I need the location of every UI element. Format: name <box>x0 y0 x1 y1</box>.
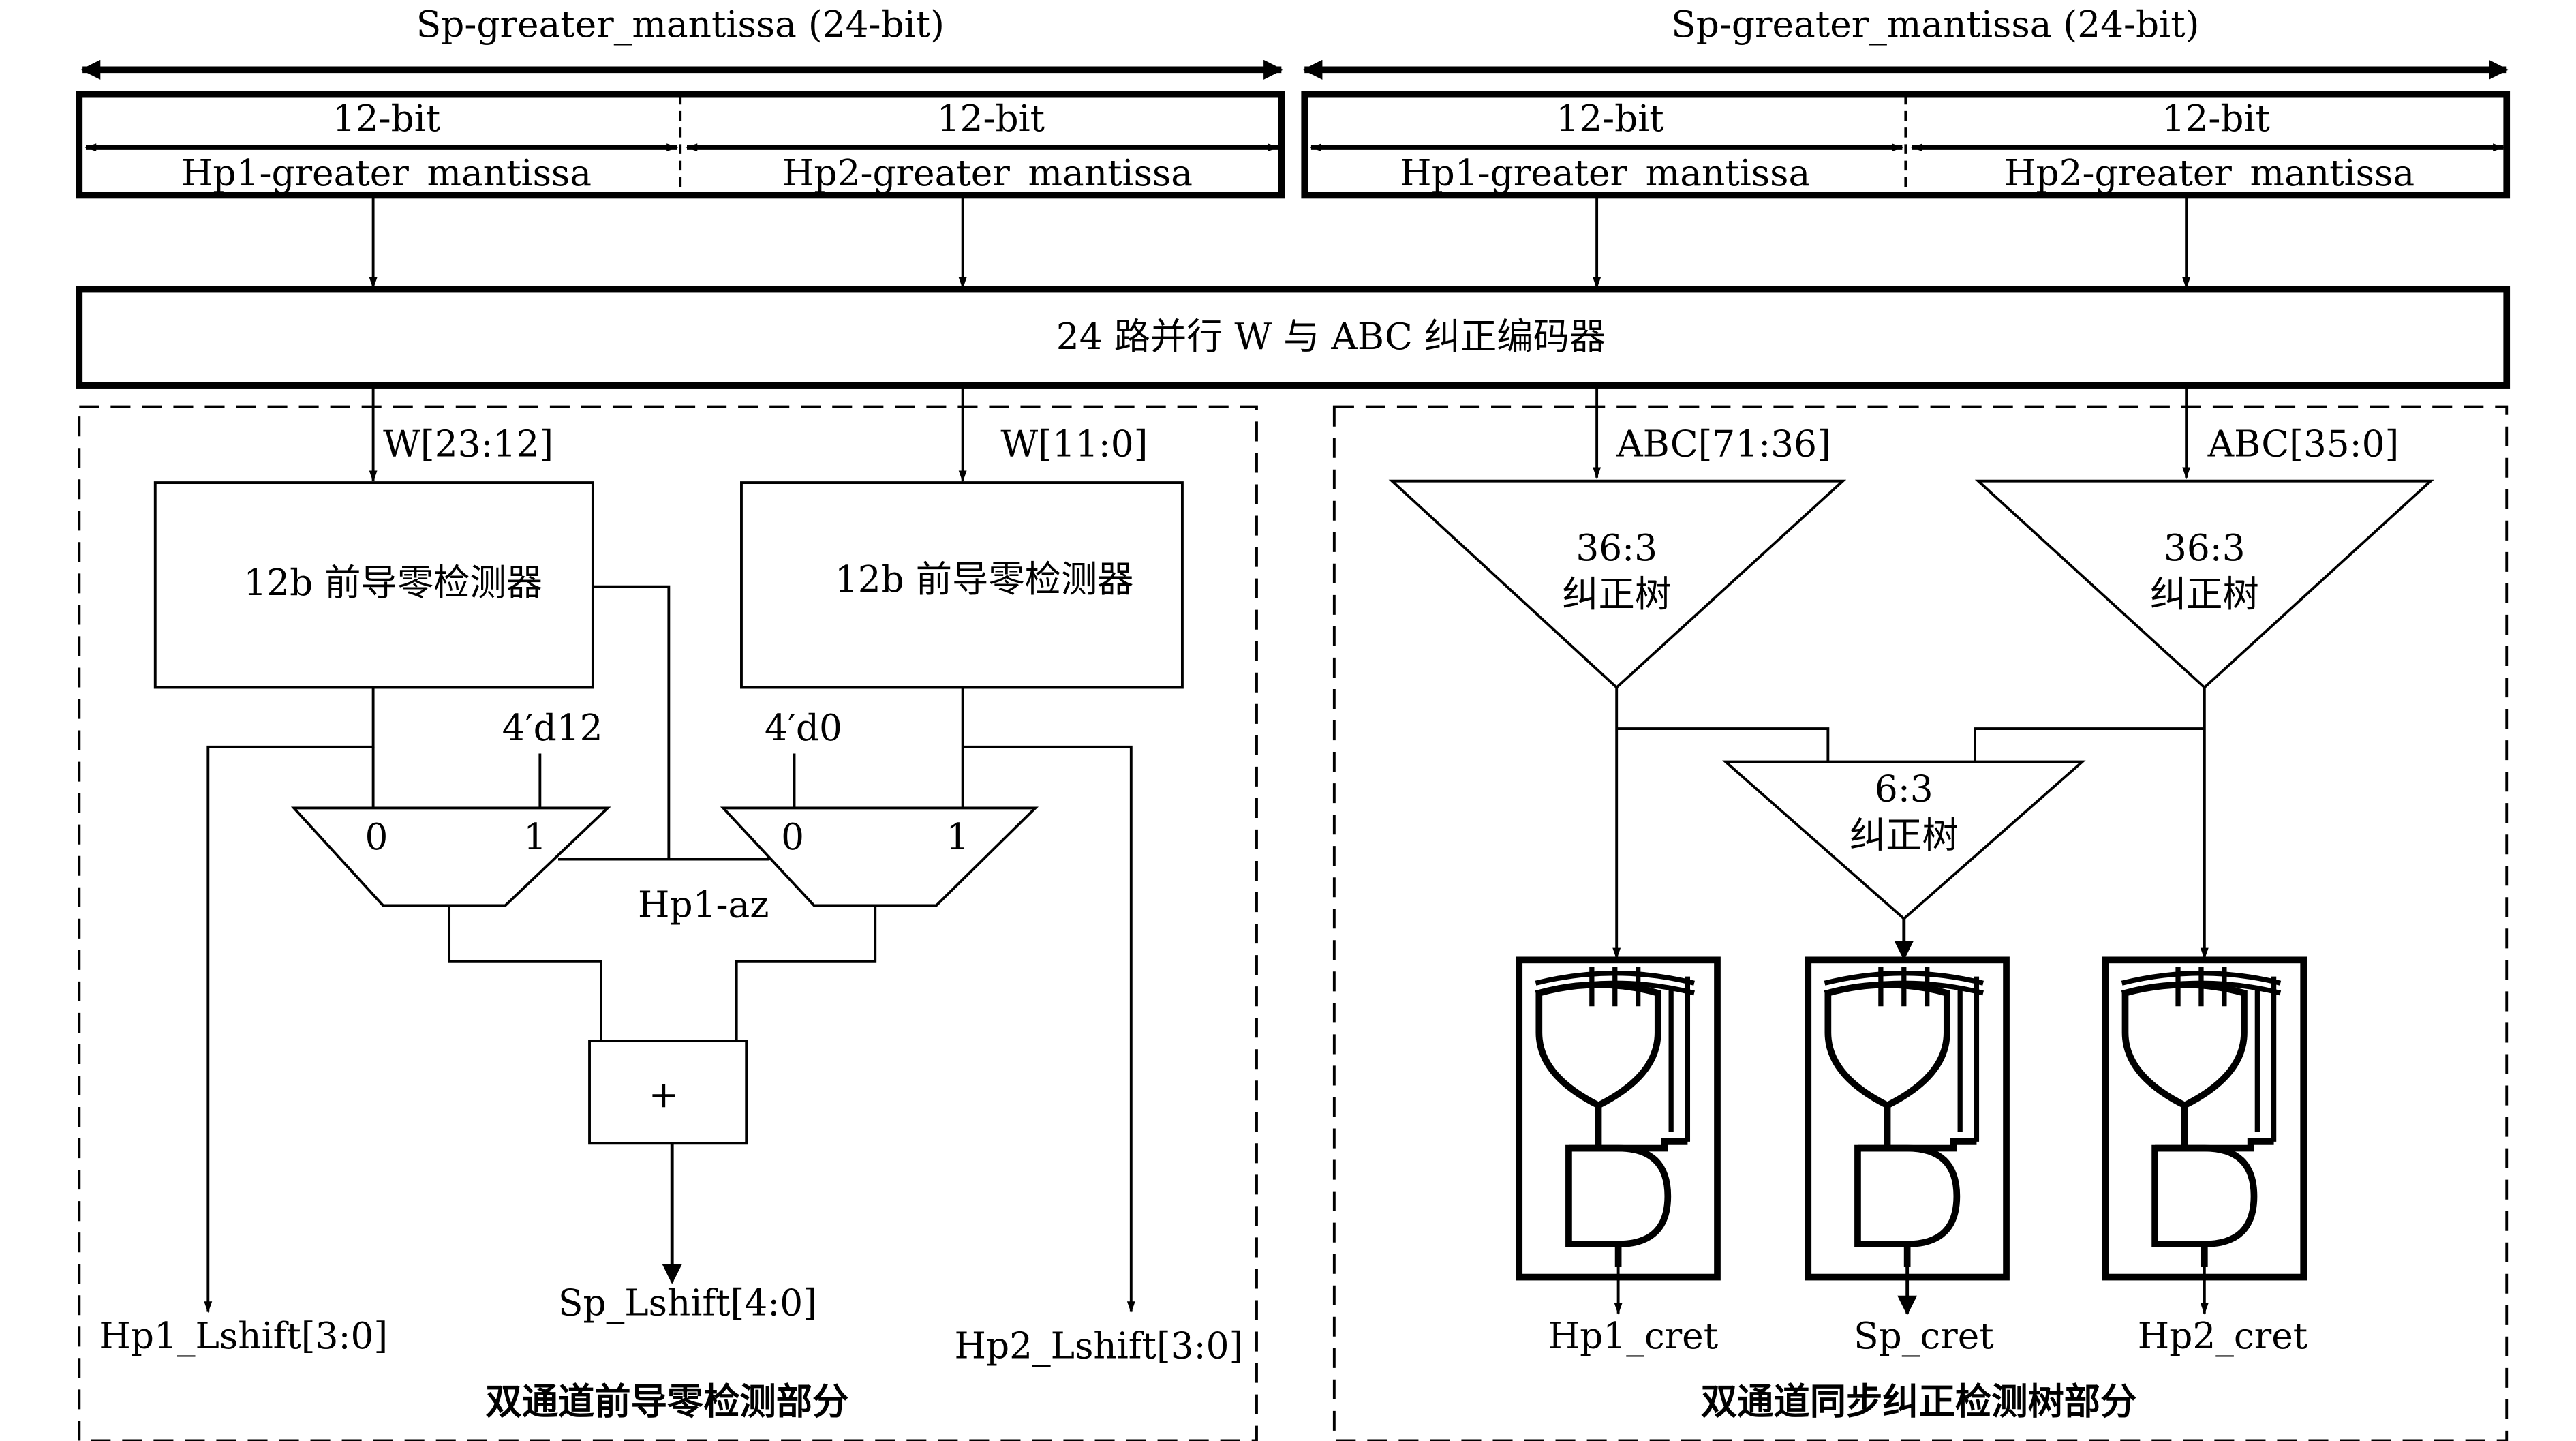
tree2-ratio: 36:3 <box>2164 527 2245 569</box>
lzd-box-2 <box>740 481 1184 689</box>
out-hp1-lshift: Hp1_Lshift[3:0] <box>99 1315 388 1357</box>
tree2-name: 纠正树 <box>2150 573 2259 616</box>
left-region <box>78 405 1258 1441</box>
adder-box <box>588 1040 748 1145</box>
cret-block-1 <box>1519 960 1717 1277</box>
mux1-in0: 0 <box>365 816 388 858</box>
tree-36-3-a <box>1388 479 1847 690</box>
lzd-label-2: 12b 前导零检测器 <box>835 558 1134 601</box>
w-lo-label: W[11:0] <box>1000 423 1148 465</box>
tree3-ratio: 6:3 <box>1875 768 1933 810</box>
w-hi-label: W[23:12] <box>383 423 553 465</box>
field-width-3: 12-bit <box>1556 97 1663 140</box>
lzd-box-1 <box>153 481 594 689</box>
abc-hi-label: ABC[71:36] <box>1616 423 1831 465</box>
left-caption: 双通道前导零检测部分 <box>485 1381 848 1423</box>
cret-block-2 <box>1808 960 2006 1277</box>
field-name-1: Hp1-greater_mantissa <box>181 152 592 194</box>
field-width-2: 12-bit <box>937 97 1045 140</box>
out-hp1-cret: Hp1_cret <box>1548 1315 1718 1357</box>
field-width-4: 12-bit <box>2162 97 2270 140</box>
lzd-label-1: 12b 前导零检测器 <box>243 562 542 604</box>
field-width-1: 12-bit <box>333 97 440 140</box>
encoder-label: 24 路并行 W 与 ABC 纠正编码器 <box>1056 316 1606 358</box>
tree1-ratio: 36:3 <box>1576 527 1657 569</box>
cret-block-3 <box>2105 960 2303 1277</box>
adder-label: + <box>649 1074 679 1116</box>
mux2-in1: 1 <box>946 816 969 858</box>
tree1-name: 纠正树 <box>1562 573 1671 616</box>
out-sp-cret: Sp_cret <box>1854 1315 1994 1357</box>
field-name-4: Hp2-greater_mantissa <box>2004 152 2414 194</box>
out-hp2-lshift: Hp2_Lshift[3:0] <box>955 1324 1244 1367</box>
mux-1 <box>290 806 611 907</box>
tree3-name: 纠正树 <box>1850 815 1959 857</box>
const-4d0: 4′d0 <box>765 707 842 749</box>
encoder-box <box>76 286 2511 389</box>
field-name-3: Hp1-greater_mantissa <box>1400 152 1810 194</box>
bus-label-right: Sp-greater_mantissa (24-bit) <box>1671 3 2199 46</box>
abc-lo-label: ABC[35:0] <box>2207 423 2399 465</box>
right-caption: 双通道同步纠正检测树部分 <box>1701 1381 2137 1423</box>
const-4d12: 4′d12 <box>502 707 603 749</box>
tree-6-3 <box>1721 760 2086 921</box>
mux2-in0: 0 <box>781 816 804 858</box>
field-name-2: Hp2-greater_mantissa <box>782 152 1193 194</box>
tree-36-3-b <box>1974 479 2434 690</box>
select-hp1-az: Hp1-az <box>638 883 769 926</box>
mux-2 <box>720 806 1039 907</box>
right-region <box>1332 405 2509 1441</box>
mux1-in1: 1 <box>523 816 547 858</box>
out-sp-lshift: Sp_Lshift[4:0] <box>558 1281 817 1324</box>
bus-label-left: Sp-greater_mantissa (24-bit) <box>416 3 945 46</box>
out-hp2-cret: Hp2_cret <box>2138 1315 2307 1357</box>
